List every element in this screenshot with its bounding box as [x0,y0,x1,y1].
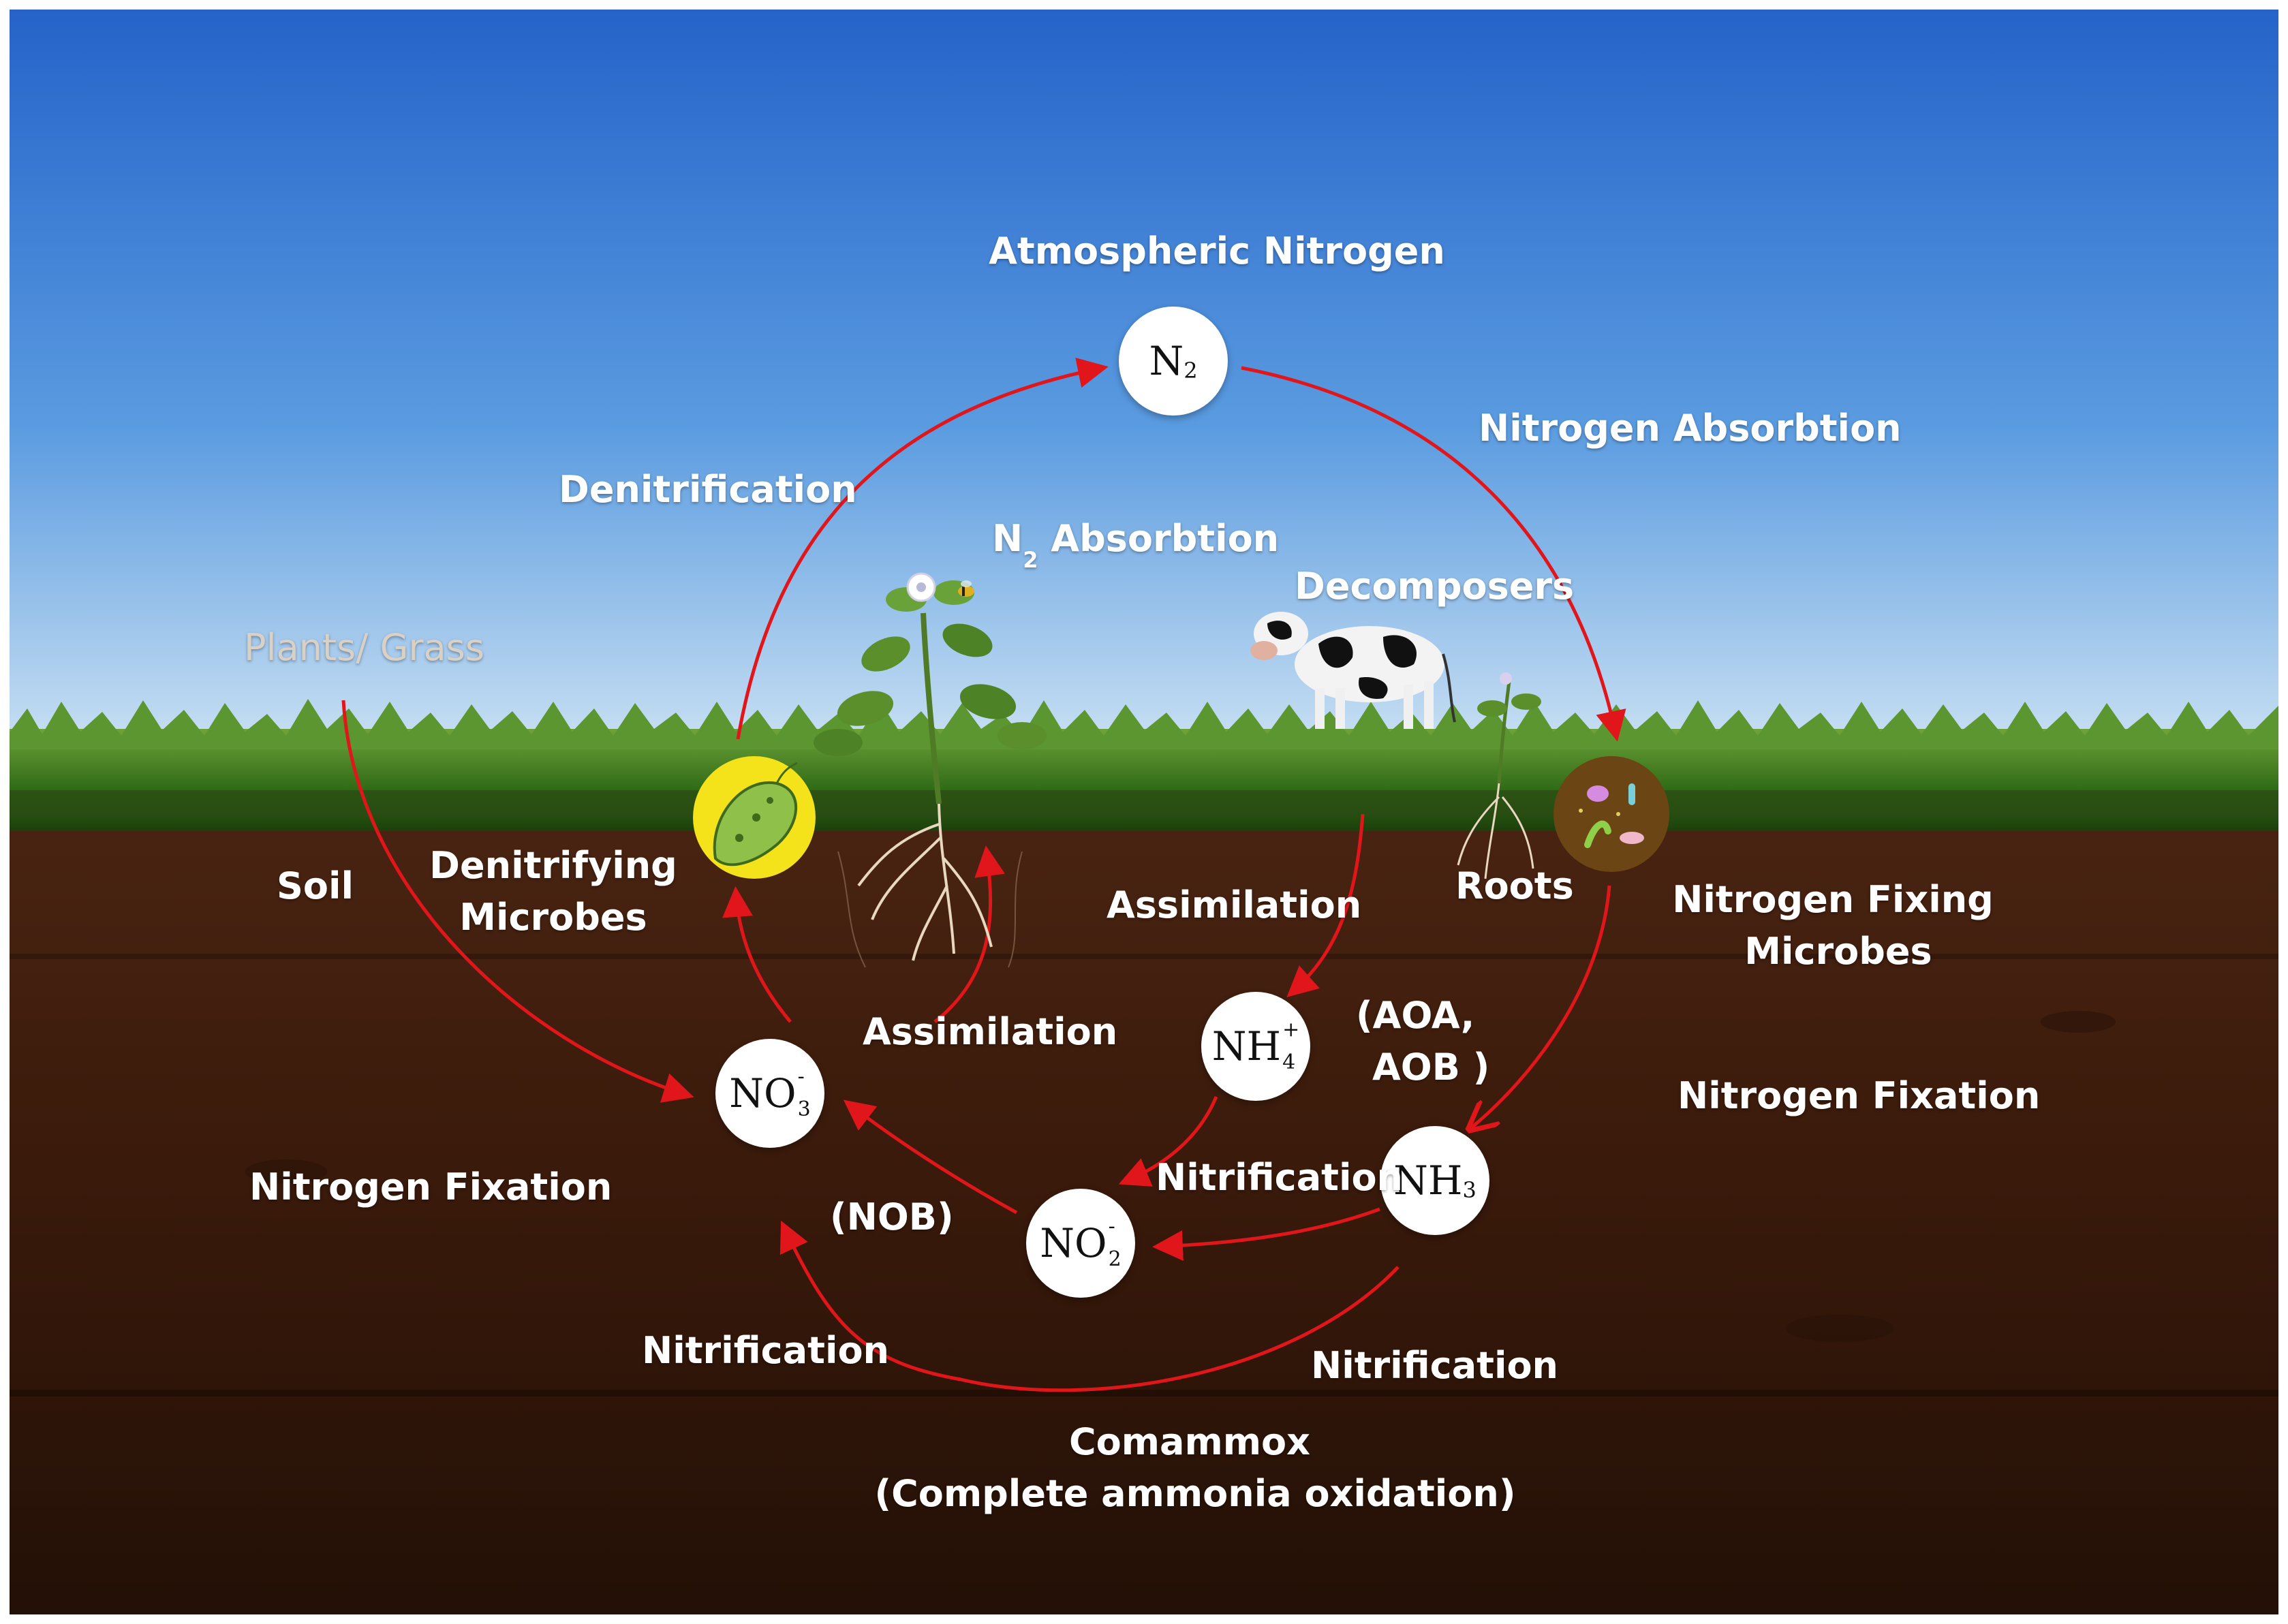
roots-icon [857,803,993,961]
no3-sup: - [797,1065,805,1089]
n2-absorption-suffix: Absorbtion [1051,517,1280,560]
denitrification-label: Denitrification [559,468,857,511]
decomposers-label: Decomposers [1295,565,1575,608]
nitrification-middle-label: Nitrification [1156,1156,1403,1199]
bacterium-icon [693,756,816,879]
roots-label: Roots [1455,864,1574,907]
arrow-plants-to-no3 [341,700,694,1103]
nh4-node: NH+4 [1201,992,1310,1101]
nitrogen-absorption-label: Nitrogen Absorbtion [1479,407,1902,450]
arrow-nitrogen-absorption [1241,366,1626,742]
cow-icon [1250,612,1456,729]
aoa-aob-label-line2: AOB ) [1372,1046,1490,1089]
plants-grass-label: Plants/ Grass [244,626,484,669]
denitrifying-microbes-label-line1: Denitrifying [429,844,677,887]
comammox-label-line2: (Complete ammonia oxidation) [874,1472,1516,1515]
small-plant-icon [1477,672,1541,784]
n2-absorption-prefix: N [992,517,1023,560]
nitrogen-fixation-right-label: Nitrogen Fixation [1678,1074,2041,1117]
n2-base: N [1149,338,1184,384]
no3-base: NO [729,1070,797,1116]
nitrogen-fixing-microbes-label-line2: Microbes [1744,930,1932,973]
cycle-arrows [341,358,1626,1392]
atmospheric-nitrogen-label: Atmospheric Nitrogen [989,230,1445,272]
no2-node: NO- 2 [1026,1189,1135,1298]
nh4-sub: 4 [1282,1050,1296,1074]
n2-sub: 2 [1184,358,1198,384]
arrow-fixers-to-nh3 [1472,885,1611,1127]
no2-sup: - [1108,1215,1115,1238]
arrow-denitrification [736,358,1109,740]
no3-node: NO- 3 [715,1039,824,1148]
nh3-sub: 3 [1462,1177,1477,1203]
nitrification-right-label: Nitrification [1311,1344,1558,1387]
fixer-circle [1553,756,1669,872]
grass-strip [10,699,2278,831]
no3-sub: 3 [797,1097,811,1121]
arrow-comammox [779,1220,1400,1392]
roots-right-icon [1457,783,1534,879]
denitrifying-microbes-label-line2: Microbes [459,896,647,939]
arrow-no3-to-denitrifiers [722,886,792,1023]
arrow-decomposers-to-nh4 [1286,813,1365,997]
n2-absorption-sub: 2 [1023,546,1038,573]
nh3-base: NH [1393,1157,1463,1204]
nitrogen-fixation-left-label: Nitrogen Fixation [249,1166,613,1208]
nitrification-left-label: Nitrification [642,1329,889,1372]
nitrogen-fixing-microbes-label-line1: Nitrogen Fixing [1672,878,1994,921]
soil-background [10,804,2278,1614]
arrow-nh4-to-no2 [1118,1096,1218,1187]
no2-base: NO [1040,1220,1107,1266]
assimilation-upper-label: Assimilation [1107,884,1362,926]
no2-sub: 2 [1108,1247,1122,1271]
bee-icon [958,580,974,597]
comammox-label-line1: Comammox [1069,1420,1310,1463]
arrow-assimilation-no3 [933,845,1006,1023]
arrow-nh3-to-no2 [1152,1207,1380,1261]
n2-absorption-label: N2 Absorbtion [992,512,1280,573]
aoa-aob-label-line1: (AOA, [1356,994,1475,1037]
nh4-base: NH [1211,1023,1282,1069]
nob-label: (NOB) [830,1196,954,1238]
assimilation-lower-label: Assimilation [863,1010,1118,1053]
arrow-no2-to-no3 [843,1099,1018,1215]
soil-label: Soil [277,864,354,907]
flower-icon [906,572,936,602]
microbes-icon [1553,756,1669,872]
nh4-sup: + [1282,1018,1300,1042]
